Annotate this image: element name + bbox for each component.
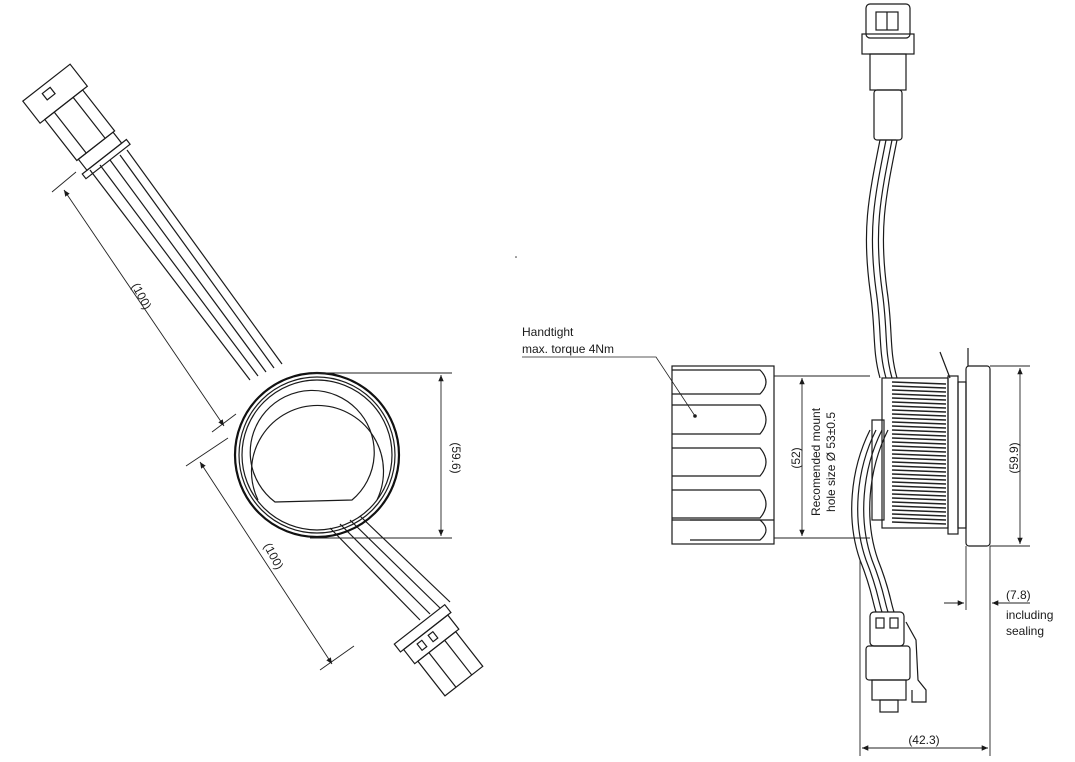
torque-leader [522, 356, 696, 417]
upper-connector [21, 63, 131, 180]
nut-slots [672, 369, 767, 541]
dim-left-diameter: (59.6) [310, 372, 463, 539]
thread-line [891, 429, 947, 433]
front-view: (100) (100) (59.6) [21, 63, 484, 697]
dim-left-lower-label: (100) [261, 540, 287, 571]
bottom-connector [865, 611, 927, 713]
nut-body [671, 365, 775, 545]
nut-view: Handtight max. torque 4Nm (52) Recomende… [522, 325, 870, 545]
upper-wires [865, 139, 898, 379]
thread-line [891, 457, 947, 461]
thread-line [891, 465, 947, 469]
thread-line [891, 433, 947, 437]
handtight-label: Handtight [522, 325, 574, 339]
lower-cable [329, 515, 451, 621]
dim-left-upper-label: (100) [129, 280, 155, 311]
thread-line [891, 401, 947, 405]
thread-line [891, 513, 947, 517]
thread-line [891, 385, 947, 389]
thread-line [891, 501, 947, 505]
dim-body-label: (59.9) [1007, 442, 1021, 473]
upper-cable [89, 149, 283, 381]
dim-nut-label: (52) [789, 447, 803, 468]
thread-line [891, 441, 947, 445]
thread-line [891, 449, 947, 453]
stray-dot [515, 256, 517, 258]
dim-left-upper: (100) [51, 171, 237, 433]
thread-line [891, 421, 947, 425]
torque-label: max. torque 4Nm [522, 342, 614, 356]
top-connector [861, 3, 915, 141]
thread-lines [891, 381, 947, 525]
thread-line [891, 453, 947, 457]
thread-line [891, 389, 947, 393]
sensor-front [233, 371, 401, 539]
mount-label-1: Recomended mount [809, 407, 823, 516]
thread-line [891, 469, 947, 473]
dim-left-lower: (100) [185, 437, 355, 671]
thread-line [891, 489, 947, 493]
thread-line [891, 521, 947, 525]
thread-line [891, 485, 947, 489]
thread-line [891, 409, 947, 413]
thread-line [891, 445, 947, 449]
lower-connector [393, 603, 484, 697]
thread-line [891, 413, 947, 417]
dim-seal-label: (7.8) [1006, 588, 1031, 602]
thread-line [891, 405, 947, 409]
dim-depth-label: (42.3) [908, 733, 939, 747]
thread-line [891, 481, 947, 485]
thread-line [891, 381, 947, 385]
sealing-label: sealing [1006, 624, 1044, 638]
thread-line [891, 497, 947, 501]
thread-line [891, 393, 947, 397]
leader-dot [693, 414, 697, 418]
threaded-body [871, 348, 991, 547]
dim-left-diameter-label: (59.6) [449, 442, 463, 473]
including-label: including [1006, 608, 1053, 622]
thread-line [891, 493, 947, 497]
side-view: (59.9) (7.8) including sealing (42.3) [851, 3, 1053, 756]
thread-line [891, 505, 947, 509]
thread-line [891, 461, 947, 465]
thread-line [891, 417, 947, 421]
thread-line [891, 509, 947, 513]
lower-wires [851, 429, 895, 613]
mount-label-2: hole size Ø 53±0.5 [824, 412, 838, 512]
thread-line [891, 425, 947, 429]
thread-line [891, 437, 947, 441]
thread-line [891, 517, 947, 521]
thread-line [891, 473, 947, 477]
thread-line [891, 477, 947, 481]
thread-line [891, 397, 947, 401]
